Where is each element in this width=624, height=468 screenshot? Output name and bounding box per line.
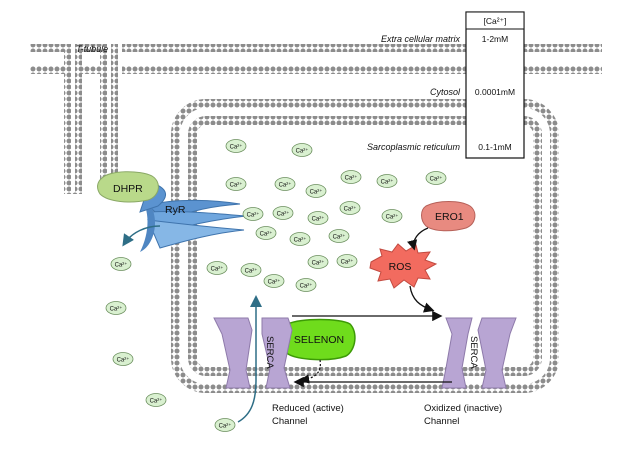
calcium-ion: Ca²⁺: [255, 226, 277, 240]
calcium-ion-label: Ca²⁺: [312, 215, 325, 222]
calcium-ion: Ca²⁺: [274, 177, 296, 191]
ca-table-header: [Ca²⁺]: [484, 16, 507, 26]
ca-value-sr: 0.1-1mM: [478, 142, 512, 152]
calcium-ion: Ca²⁺: [272, 206, 294, 220]
ryr-channel: RyR: [139, 181, 247, 252]
ryr-label: RyR: [165, 204, 186, 216]
selenon-protein: SELENON: [281, 318, 356, 361]
cytosol-label: Cytosol: [430, 87, 461, 97]
calcium-ion: Ca²⁺: [295, 278, 317, 292]
calcium-ion-label: Ca²⁺: [345, 174, 358, 181]
ecm-label: Extra cellular matrix: [381, 34, 461, 44]
calcium-ions: Ca²⁺ Ca²⁺ Ca²⁺ Ca²⁺ Ca²⁺ Ca²⁺ Ca²⁺ Ca²⁺ Ca²⁺ Ca²⁺…: [105, 139, 447, 432]
calcium-ion-label: Ca²⁺: [310, 188, 323, 195]
oxidized-label-1: Oxidized (inactive): [424, 403, 502, 414]
calcium-ion: Ca²⁺: [425, 171, 447, 185]
calcium-ion: Ca²⁺: [381, 209, 403, 223]
ros-label: ROS: [389, 261, 412, 273]
calcium-ion: Ca²⁺: [336, 254, 358, 268]
calcium-ion: Ca²⁺: [307, 255, 329, 269]
calcium-ion-label: Ca²⁺: [230, 181, 243, 188]
reduced-label-1: Reduced (active): [272, 403, 344, 414]
serca-right-label: SERCA: [468, 336, 479, 369]
dhpr-channel: DHPR: [97, 171, 159, 203]
calcium-ion-label: Ca²⁺: [260, 230, 273, 237]
calcium-ion-label: Ca²⁺: [430, 175, 443, 182]
calcium-ion-label: Ca²⁺: [247, 211, 260, 218]
calcium-ion: Ca²⁺: [225, 177, 247, 191]
calcium-ion: Ca²⁺: [307, 211, 329, 225]
calcium-ion-label: Ca²⁺: [117, 356, 130, 363]
arrows: [122, 225, 452, 423]
arrow-ero1-ros: [407, 227, 429, 251]
ca-concentration-table: [Ca²⁺] 1-2mM 0.0001mM 0.1-1mM Extra cell…: [367, 11, 525, 159]
arrow-serca-uptake: [237, 295, 262, 423]
calcium-ion: Ca²⁺: [291, 143, 313, 157]
calcium-ion: Ca²⁺: [376, 174, 398, 188]
sr-membrane: [171, 99, 559, 393]
calcium-ion-label: Ca²⁺: [115, 261, 128, 268]
calcium-ion-label: Ca²⁺: [341, 258, 354, 265]
ca-value-cytosol: 0.0001mM: [475, 87, 515, 97]
calcium-ion-label: Ca²⁺: [150, 397, 163, 404]
calcium-ion-label: Ca²⁺: [268, 278, 281, 285]
calcium-ion: Ca²⁺: [263, 274, 285, 288]
oxidized-label-2: Channel: [424, 416, 459, 427]
calcium-ion-label: Ca²⁺: [344, 205, 357, 212]
calcium-ion-label: Ca²⁺: [296, 147, 309, 154]
calcium-ion: Ca²⁺: [105, 301, 127, 315]
arrow-ros-serca: [409, 285, 435, 313]
calcium-ion-label: Ca²⁺: [386, 213, 399, 220]
calcium-ion-label: Ca²⁺: [300, 282, 313, 289]
serca-right: SERCA: [441, 317, 517, 389]
calcium-ion-label: Ca²⁺: [230, 143, 243, 150]
t-tubule-label: T-tubule: [76, 44, 108, 54]
ero1-protein: ERO1: [421, 201, 476, 232]
calcium-ion: Ca²⁺: [110, 257, 132, 271]
calcium-ion: Ca²⁺: [206, 261, 228, 275]
serca-left: SERCA: [213, 317, 293, 389]
calcium-ion-label: Ca²⁺: [219, 422, 232, 429]
ros-burst: ROS: [369, 243, 438, 289]
calcium-ion: Ca²⁺: [305, 184, 327, 198]
calcium-ion-label: Ca²⁺: [381, 178, 394, 185]
arrow-ryr-release: [122, 225, 161, 247]
calcium-ion-label: Ca²⁺: [333, 233, 346, 240]
calcium-ion: Ca²⁺: [214, 418, 236, 432]
calcium-ion: Ca²⁺: [339, 201, 361, 215]
reduced-label-2: Channel: [272, 416, 307, 427]
ca-value-ecm: 1-2mM: [482, 34, 508, 44]
calcium-ion-label: Ca²⁺: [279, 181, 292, 188]
calcium-ion-label: Ca²⁺: [312, 259, 325, 266]
calcium-ion-label: Ca²⁺: [294, 236, 307, 243]
calcium-ion: Ca²⁺: [112, 352, 134, 366]
ero1-label: ERO1: [435, 211, 464, 223]
calcium-ion: Ca²⁺: [242, 207, 264, 221]
calcium-ion: Ca²⁺: [145, 393, 167, 407]
calcium-ion-label: Ca²⁺: [277, 210, 290, 217]
serca-left-label: SERCA: [264, 336, 275, 369]
calcium-ion: Ca²⁺: [240, 263, 262, 277]
calcium-ion-label: Ca²⁺: [110, 305, 123, 312]
dhpr-label: DHPR: [113, 183, 143, 195]
calcium-ion: Ca²⁺: [289, 232, 311, 246]
calcium-ion: Ca²⁺: [340, 170, 362, 184]
calcium-ion-label: Ca²⁺: [211, 265, 224, 272]
calcium-ion-label: Ca²⁺: [245, 267, 258, 274]
sr-label: Sarcoplasmic reticulum: [367, 142, 461, 152]
selenon-label: SELENON: [294, 334, 344, 346]
calcium-ion: Ca²⁺: [225, 139, 247, 153]
calcium-ion: Ca²⁺: [328, 229, 350, 243]
